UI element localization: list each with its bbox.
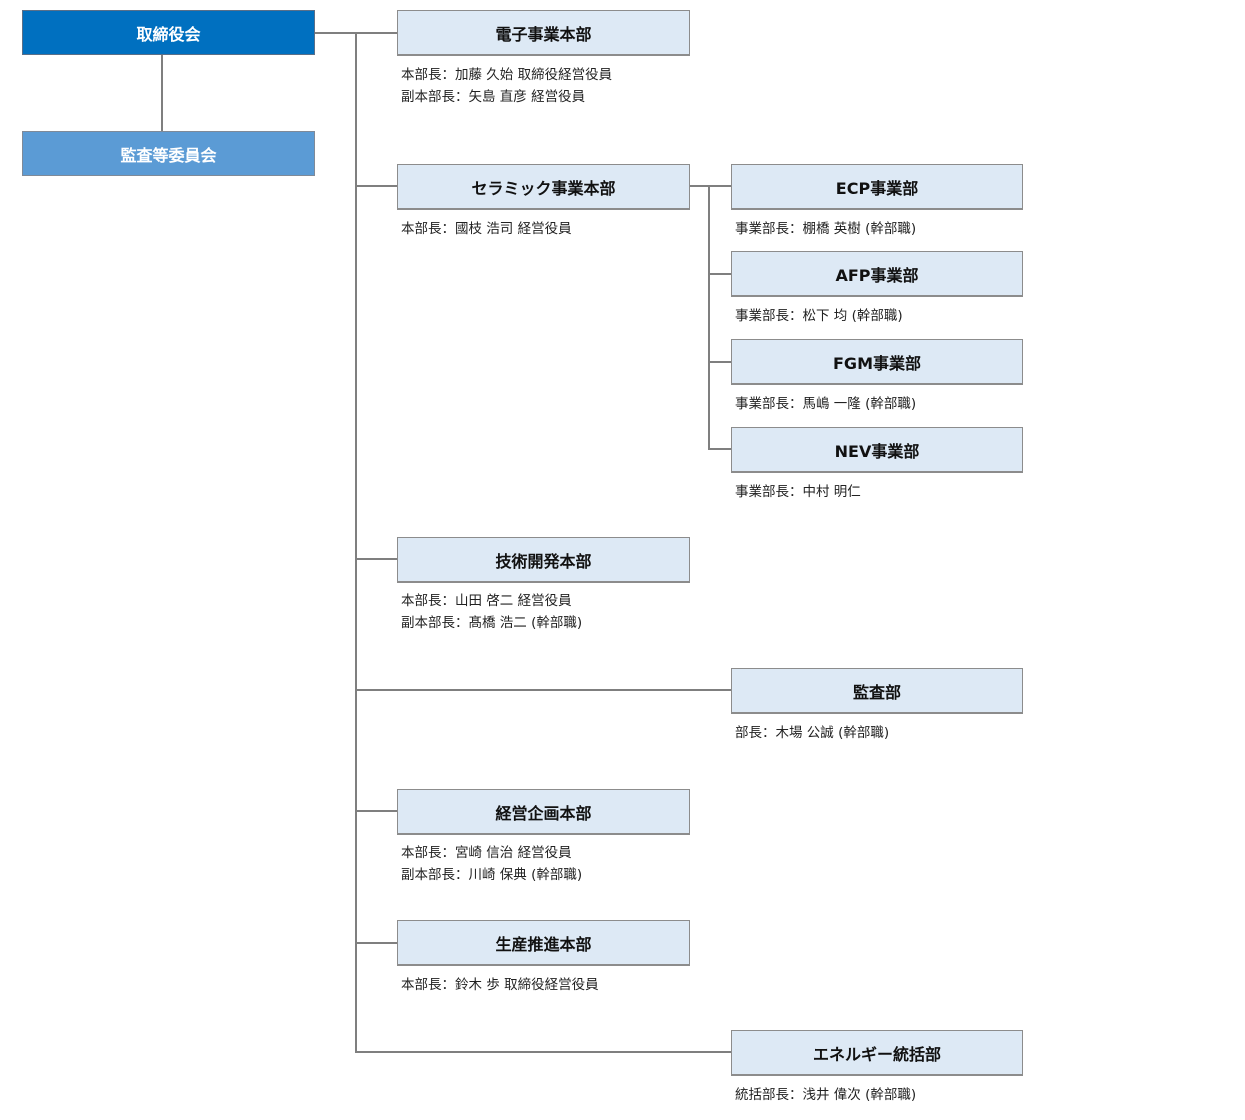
division-nev-info: 事業部長：中村 明仁: [735, 481, 861, 503]
connector-board-audit: [161, 55, 163, 131]
connector-to-ceramics: [355, 185, 397, 187]
division-fgm-box: FGM事業部: [731, 339, 1023, 384]
connector-main-trunk: [355, 32, 357, 1053]
connector-to-afp: [708, 273, 731, 275]
dept-tech-dev-box: 技術開発本部: [397, 537, 690, 582]
dept-ceramics-info: 本部長：國枝 浩司 経営役員: [401, 218, 572, 240]
dept-energy-box: エネルギー統括部: [731, 1030, 1023, 1075]
dept-planning-info: 本部長：宮崎 信治 経営役員 副本部長：川崎 保典 (幹部職): [401, 842, 582, 886]
info-line: 事業部長：棚橋 英樹 (幹部職): [735, 221, 917, 237]
info-line: 事業部長：松下 均 (幹部職): [735, 308, 903, 324]
division-ecp-box: ECP事業部: [731, 164, 1023, 209]
connector-to-production: [355, 942, 397, 944]
dept-electronics-box: 電子事業本部: [397, 10, 690, 55]
division-nev-box: NEV事業部: [731, 427, 1023, 472]
dept-production-box: 生産推進本部: [397, 920, 690, 965]
dept-energy-info: 統括部長：浅井 偉次 (幹部職): [735, 1084, 916, 1106]
connector-to-tech-dev: [355, 558, 397, 560]
dept-tech-dev-info: 本部長：山田 啓二 経営役員 副本部長：髙橋 浩二 (幹部職): [401, 590, 582, 634]
info-line: 本部長：鈴木 歩 取締役経営役員: [401, 977, 599, 993]
info-line: 副本部長：矢島 直彦 経営役員: [401, 89, 586, 105]
dept-audit-box: 監査部: [731, 668, 1023, 713]
info-line: 事業部長：馬嶋 一隆 (幹部職): [735, 396, 917, 412]
dept-production-info: 本部長：鈴木 歩 取締役経営役員: [401, 974, 599, 996]
connector-ceramics-branch: [690, 185, 731, 187]
info-line: 統括部長：浅井 偉次 (幹部職): [735, 1087, 917, 1103]
info-line: 本部長：加藤 久始 取締役経営役員: [401, 67, 613, 83]
division-afp-info: 事業部長：松下 均 (幹部職): [735, 305, 903, 327]
dept-planning-box: 経営企画本部: [397, 789, 690, 834]
connector-to-energy: [355, 1051, 731, 1053]
dept-audit-info: 部長：木場 公誠 (幹部職): [735, 722, 889, 744]
dept-electronics-info: 本部長：加藤 久始 取締役経営役員 副本部長：矢島 直彦 経営役員: [401, 64, 612, 108]
division-afp-box: AFP事業部: [731, 251, 1023, 296]
dept-ceramics-box: セラミック事業本部: [397, 164, 690, 209]
connector-ceramics-subtrunk: [708, 185, 710, 450]
info-line: 副本部長：川崎 保典 (幹部職): [401, 867, 583, 883]
connector-to-fgm: [708, 361, 731, 363]
board-of-directors-box: 取締役会: [22, 10, 315, 55]
info-line: 副本部長：髙橋 浩二 (幹部職): [401, 615, 583, 631]
connector-to-planning: [355, 810, 397, 812]
info-line: 本部長：宮崎 信治 経営役員: [401, 845, 572, 861]
division-fgm-info: 事業部長：馬嶋 一隆 (幹部職): [735, 393, 916, 415]
division-ecp-info: 事業部長：棚橋 英樹 (幹部職): [735, 218, 916, 240]
info-line: 事業部長：中村 明仁: [735, 484, 861, 500]
info-line: 本部長：國枝 浩司 経営役員: [401, 221, 572, 237]
info-line: 部長：木場 公誠 (幹部職): [735, 725, 890, 741]
connector-to-nev: [708, 448, 731, 450]
info-line: 本部長：山田 啓二 経営役員: [401, 593, 572, 609]
connector-to-audit-dept: [355, 689, 731, 691]
audit-committee-box: 監査等委員会: [22, 131, 315, 176]
